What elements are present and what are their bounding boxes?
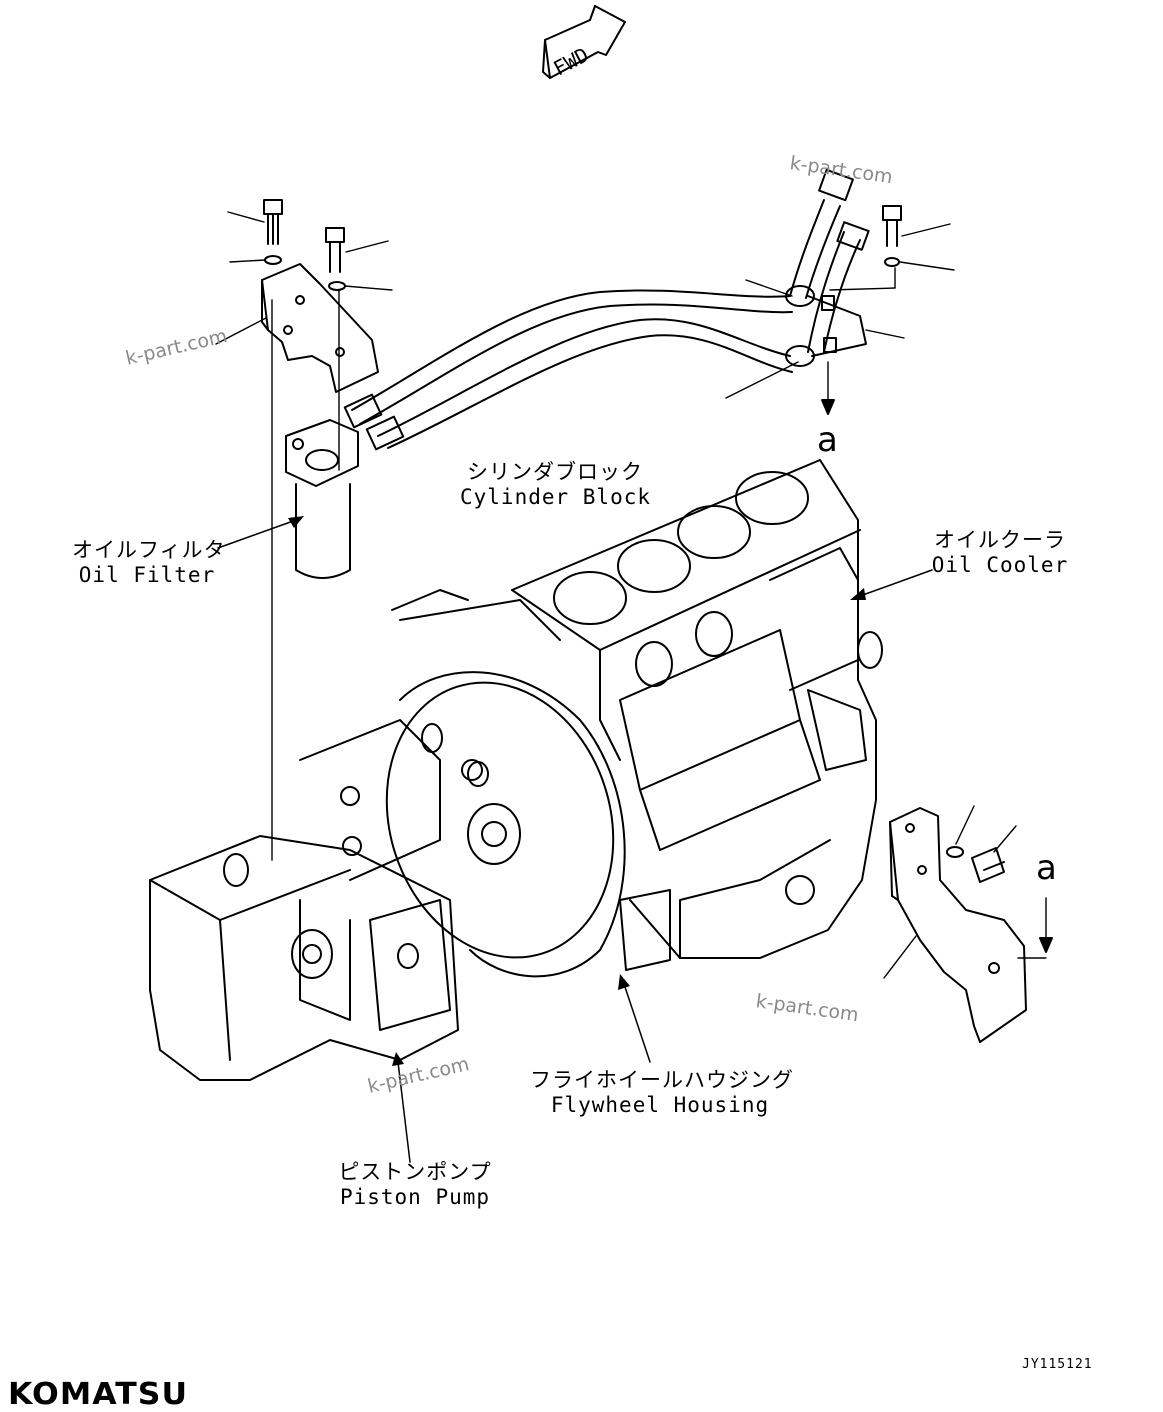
leader-lines-right-top (725, 223, 955, 401)
oil-cooler-label: オイルクーラ Oil Cooler (930, 528, 1070, 578)
komatsu-logo: KOMATSU (8, 1377, 189, 1412)
view-callout-top: a (817, 420, 838, 460)
flywheel-housing-label-en: Flywheel Housing (550, 1093, 770, 1117)
view-a-arrow-icon-bottom (1039, 937, 1053, 953)
drawing-code: JY115121 (1022, 1357, 1093, 1372)
view-a-arrow-icon (821, 399, 835, 415)
leader-arrowheads (288, 516, 866, 1066)
oil-cooler-label-en: Oil Cooler (931, 553, 1069, 577)
oil-filter (285, 419, 359, 579)
leader-lines-left (215, 211, 393, 861)
oil-cooler-label-jp: オイルクーラ (934, 528, 1066, 552)
cooler-bolt (882, 205, 902, 267)
piston-pump (149, 719, 483, 1081)
label-leaders (217, 519, 933, 1163)
oil-filter-label: オイルフィルタ Oil Filter (72, 538, 226, 588)
piston-pump-label: ピストンポンプ Piston Pump (330, 1160, 500, 1210)
piston-pump-label-en: Piston Pump (339, 1185, 491, 1209)
cylinder-block-label-en: Cylinder Block (460, 485, 652, 509)
flywheel-housing-label: フライホイールハウジング Flywheel Housing (530, 1068, 794, 1118)
fwd-arrow-icon (542, 5, 626, 79)
flywheel-housing (385, 589, 671, 978)
piston-pump-label-jp: ピストンポンプ (338, 1160, 492, 1184)
cooler-bracket (889, 807, 1027, 1043)
cylinder-block (511, 459, 883, 959)
flywheel-housing-label-jp: フライホイールハウジング (530, 1068, 794, 1092)
oil-filter-label-en: Oil Filter (78, 563, 216, 587)
view-callout-bottom: a (1036, 848, 1057, 888)
cylinder-block-label-jp: シリンダブロック (467, 460, 643, 484)
filter-bracket (261, 199, 379, 393)
leader-lines-right-bottom (883, 805, 1047, 979)
cooler-hose-fittings (785, 168, 870, 367)
cylinder-block-label: シリンダブロック Cylinder Block (460, 460, 650, 510)
oil-filter-label-jp: オイルフィルタ (72, 538, 226, 562)
oil-hoses (343, 289, 793, 451)
